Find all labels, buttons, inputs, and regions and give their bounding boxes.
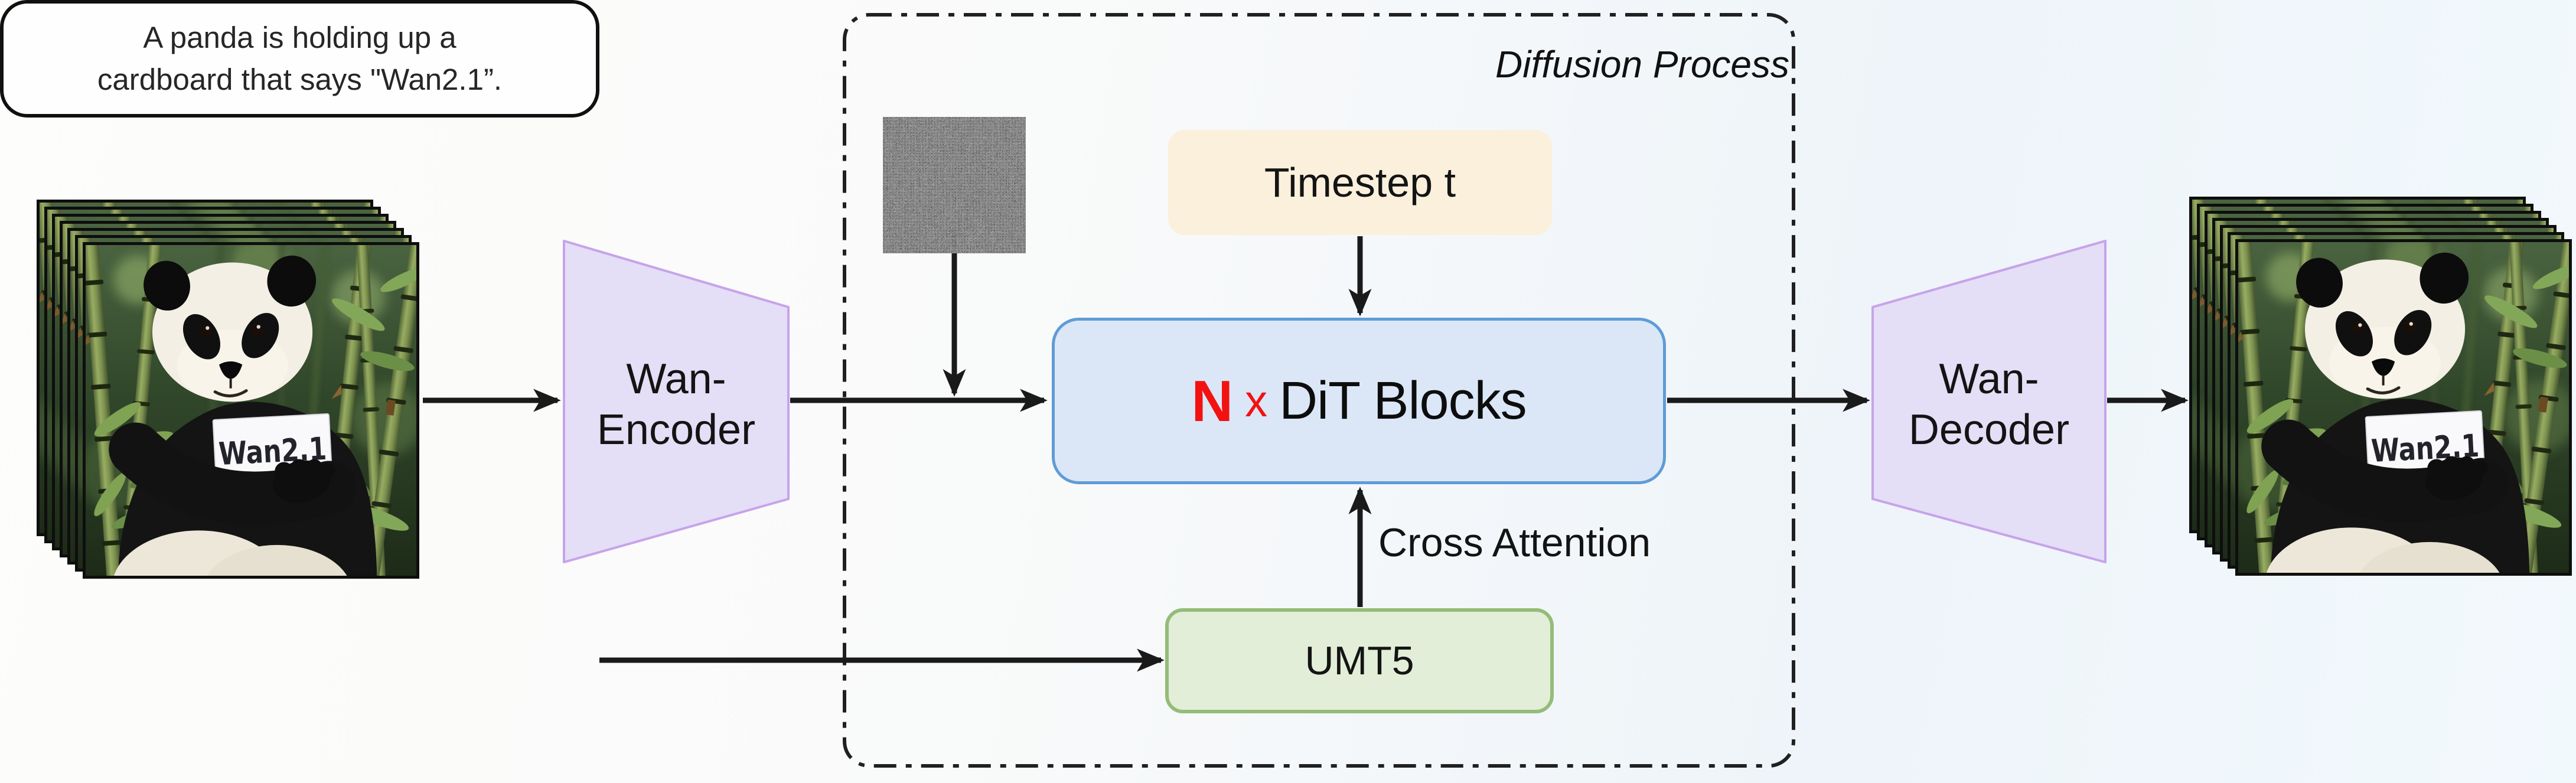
wan-decoder-label: Wan- Decoder: [1871, 319, 2107, 490]
prompt-text-line1: A panda is holding up a: [143, 21, 456, 55]
video-frame-front: [2235, 239, 2572, 576]
video-frame-front: [83, 242, 419, 579]
noise-image: [883, 117, 1026, 253]
dit-times-symbol: x: [1245, 376, 1268, 426]
timestep-box: Timestep t: [1168, 130, 1552, 235]
prompt-box: A panda is holding up a cardboard that s…: [0, 0, 599, 118]
wan-encoder-shape: [563, 240, 790, 563]
dit-blocks-box: N x DiT Blocks: [1052, 318, 1666, 484]
timestep-label: Timestep t: [1264, 159, 1456, 205]
wan-decoder-label-line1: Wan-: [1939, 355, 2039, 403]
diffusion-process-box: [843, 13, 1795, 768]
diffusion-process-title: Diffusion Process: [1495, 43, 1789, 86]
prompt-text-line2: cardboard that says "Wan2.1”.: [97, 62, 503, 96]
dit-repeat-count: N: [1191, 368, 1234, 433]
video-stack-input: [37, 200, 426, 583]
wan-decoder-shape: [1871, 240, 2107, 563]
umt5-box: UMT5: [1165, 608, 1554, 713]
wan-encoder-label-line2: Encoder: [596, 406, 756, 454]
wan-encoder-label: Wan- Encoder: [561, 319, 791, 490]
dit-blocks-label: DiT Blocks: [1279, 371, 1527, 430]
video-stack-output: [2189, 197, 2576, 580]
wan-encoder-label-line1: Wan-: [626, 355, 726, 403]
wan-decoder-label-line2: Decoder: [1908, 406, 2070, 454]
panda-illustration: [2238, 242, 2569, 573]
panda-illustration: [86, 245, 416, 576]
cross-attention-label: Cross Attention: [1378, 520, 1651, 565]
umt5-label: UMT5: [1305, 638, 1414, 683]
